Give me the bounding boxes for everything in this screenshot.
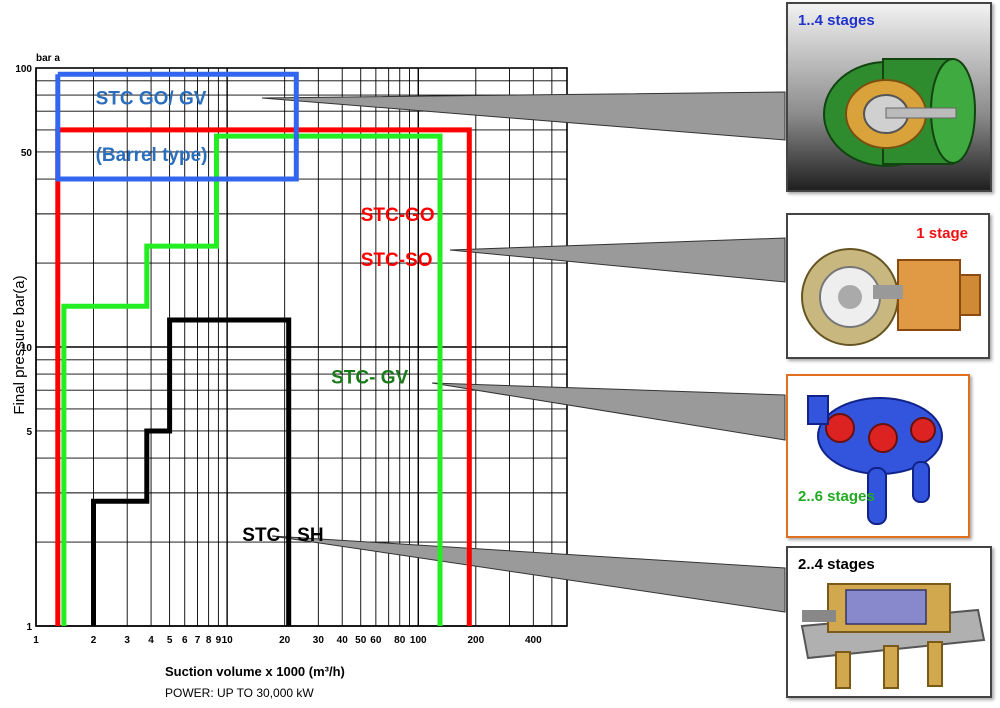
x-tick-label: 30 (313, 635, 325, 646)
x-axis-title: Suction volume x 1000 (m³/h) (165, 664, 345, 679)
x-tick-label: 200 (467, 635, 484, 646)
barrel-compressor-illustration (823, 58, 976, 167)
x-tick-label: 8 (206, 635, 212, 646)
panel-label-gear-type: 2..6 stages (798, 488, 875, 505)
power-caption: POWER: UP TO 30,000 kW (165, 686, 314, 700)
x-tick-label: 4 (148, 635, 154, 646)
split-casing-compressor-illustration (800, 583, 986, 689)
callout-sh (271, 535, 786, 613)
callout-gogv (261, 91, 786, 141)
x-tick-label: 10 (222, 635, 234, 646)
x-tick-label: 5 (167, 635, 173, 646)
single-stage-compressor-illustration (801, 248, 981, 346)
x-tick-label: 400 (525, 635, 542, 646)
annotation-ann_barrel: (Barrel type) (96, 145, 208, 166)
x-tick-label: 50 (355, 635, 367, 646)
y-tick-label: 1 (26, 622, 32, 633)
panel-label-single-stage: 1 stage (916, 225, 968, 242)
x-tick-label: 100 (410, 635, 427, 646)
y-axis-title: Final pressure bar(a) (11, 275, 28, 414)
series-red (55, 127, 472, 626)
y-tick-label: 50 (21, 148, 33, 159)
x-tick-label: 40 (337, 635, 349, 646)
panel-label-barrel: 1..4 stages (798, 12, 875, 29)
callout-gv (431, 382, 786, 441)
x-tick-label: 20 (279, 635, 291, 646)
series-blue (55, 71, 299, 182)
image-panel-split-type: 2..4 stages (786, 546, 992, 698)
annotations: STC GO/ GV (Barrel type) STC-GO STC-SO STC- … (96, 88, 435, 545)
x-tick-label: 80 (394, 635, 406, 646)
image-panel-gear-type: 2..6 stages (786, 374, 970, 538)
x-tick-label: 3 (124, 635, 130, 646)
image-panel-barrel: 1..4 stages (786, 2, 992, 192)
plot-frame (35, 67, 568, 627)
image-panel-single-stage: 1 stage (786, 213, 990, 359)
series-black (91, 317, 292, 626)
series-green (61, 133, 443, 626)
y-tick-label: 5 (26, 427, 32, 438)
x-tick-label: 6 (182, 635, 188, 646)
annotation-ann_gogv: STC GO/ GV (96, 88, 207, 109)
y-tick-label: 100 (15, 64, 32, 75)
y-tick-label: 10 (21, 343, 33, 354)
x-tick-label: 9 (216, 635, 222, 646)
annotation-ann_so: STC-SO (361, 250, 433, 271)
callout-goso (449, 237, 786, 283)
grid (35, 67, 568, 627)
series (55, 71, 472, 626)
gear-type-compressor-illustration (807, 395, 943, 525)
annotation-ann_go: STC-GO (361, 205, 435, 226)
x-tick-label: 1 (33, 635, 39, 646)
x-tick-label: 60 (370, 635, 382, 646)
annotation-ann_sh: STC - SH (242, 525, 323, 546)
callouts (261, 91, 786, 613)
annotation-ann_gv: STC- GV (331, 367, 408, 388)
y-unit-label: bar a (36, 53, 60, 64)
x-tick-label: 7 (195, 635, 201, 646)
panel-label-split-type: 2..4 stages (798, 556, 875, 573)
x-tick-label: 2 (91, 635, 97, 646)
